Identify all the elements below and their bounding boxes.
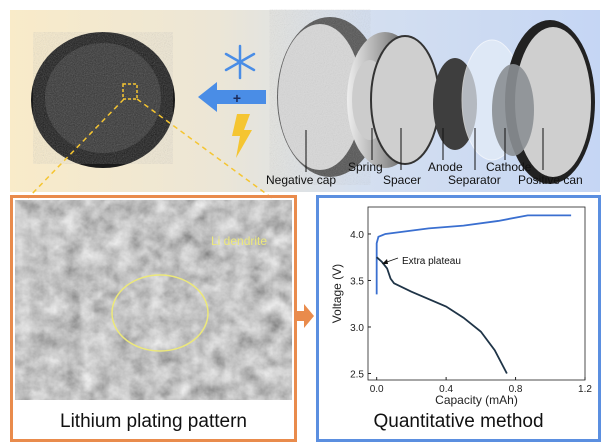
lithium-plating-panel: Li dendrite Lithium plating pattern	[10, 195, 297, 442]
label-separator: Separator	[448, 173, 501, 187]
arrow-head-icon	[382, 259, 388, 264]
label-positive-can: Positive can	[518, 173, 583, 187]
sem-image	[15, 200, 292, 400]
coin-cell-parts	[277, 17, 595, 184]
label-negative-cap: Negative cap	[266, 173, 337, 187]
lithium-disk	[27, 32, 273, 199]
label-spring: Spring	[348, 160, 383, 174]
y-tick-label: 2.5	[350, 369, 364, 380]
label-spacer: Spacer	[383, 173, 422, 187]
y-tick-label: 4.0	[350, 230, 364, 241]
x-tick-label: 0.4	[439, 384, 453, 395]
charge-curve	[375, 214, 572, 295]
plus-icon: +	[233, 90, 241, 106]
y-axis-label: Voltage (V)	[330, 264, 344, 323]
discharge-curve	[376, 256, 508, 374]
y-tick-label: 3.0	[350, 323, 364, 334]
x-tick-label: 0.0	[370, 384, 384, 395]
right-caption: Quantitative method	[373, 411, 544, 432]
left-caption: Lithium plating pattern	[60, 411, 247, 432]
lightning-icon	[232, 114, 252, 158]
y-tick-label: 3.5	[350, 276, 364, 287]
x-tick-label: 0.8	[509, 384, 523, 395]
arrow-right-icon	[296, 304, 314, 328]
dendrite-circle	[111, 274, 209, 352]
x-axis-label: Capacity (mAh)	[435, 393, 518, 407]
snowflake-icon	[224, 44, 256, 80]
plot-frame	[367, 206, 586, 381]
zoom-region-box	[122, 83, 138, 100]
x-tick-label: 1.2	[578, 384, 592, 395]
label-anode: Anode	[428, 160, 463, 174]
label-cathode: Cathode	[486, 160, 532, 174]
arrow-left-icon: +	[198, 82, 266, 112]
li-dendrite-label: Li dendrite	[211, 234, 268, 248]
extra-plateau-label: Extra plateau	[402, 256, 461, 267]
